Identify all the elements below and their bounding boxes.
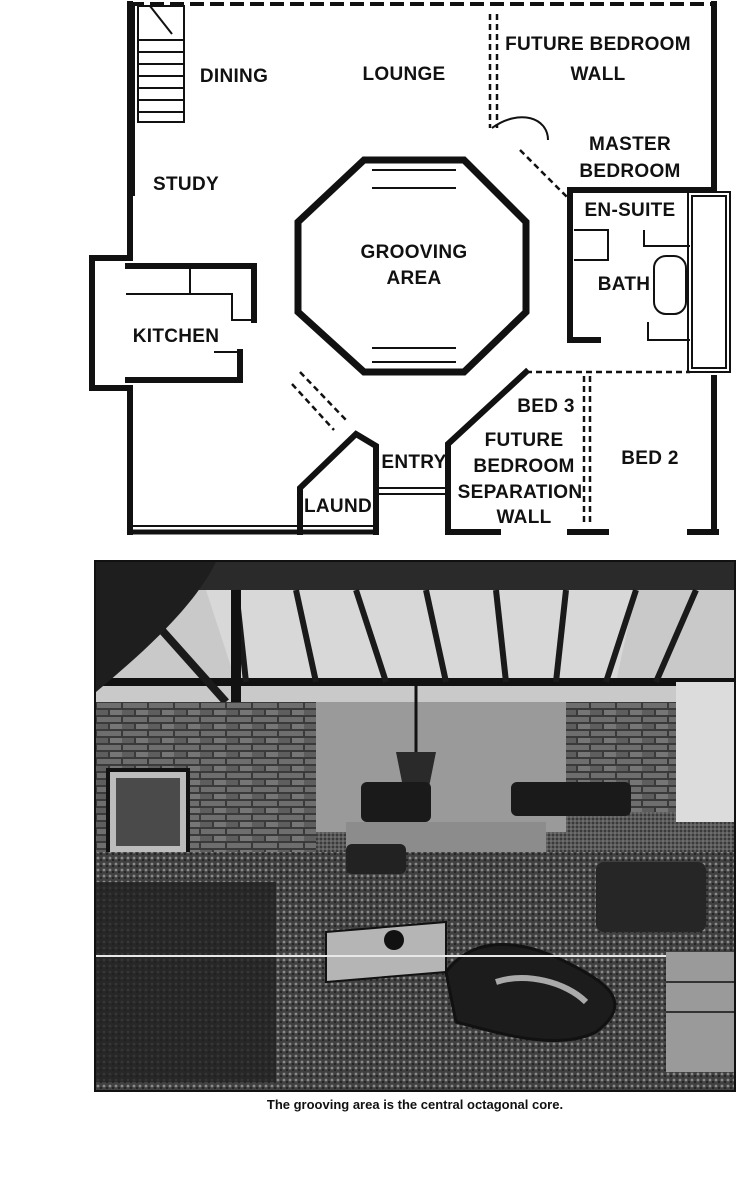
en-suite-block (567, 187, 731, 373)
label-en-suite: EN-SUITE (584, 200, 675, 221)
staircase (133, 5, 185, 196)
floor-plan: DINING LOUNGE FUTURE BEDROOM WALL MASTER… (89, 1, 731, 535)
label-future-bedroom-wall-2: WALL (570, 64, 625, 85)
photo-caption: The grooving area is the central octagon… (266, 1097, 564, 1112)
kitchen-block (125, 263, 257, 383)
octagon-core (294, 156, 530, 376)
label-bath: BATH (598, 274, 651, 295)
interior-photo-illustration (96, 562, 734, 1090)
future-walls (291, 14, 690, 524)
label-master-bedroom-2: BEDROOM (579, 161, 680, 182)
label-separation-2: BEDROOM (473, 456, 574, 477)
entry-laundry-block (297, 367, 531, 535)
label-lounge: LOUNGE (362, 64, 445, 85)
outer-walls (89, 1, 719, 535)
label-separation-3: SEPARATION (458, 482, 583, 503)
label-bed2: BED 2 (621, 448, 678, 469)
label-bed3: BED 3 (517, 396, 574, 417)
label-separation-4: WALL (496, 507, 551, 528)
interior-photo (94, 560, 736, 1092)
label-future-bedroom-wall-1: FUTURE BEDROOM (505, 34, 691, 55)
label-study: STUDY (153, 174, 219, 195)
label-entry: ENTRY (381, 452, 446, 473)
label-grooving-1: GROOVING (361, 242, 468, 263)
label-laundry: LAUND (304, 496, 372, 517)
label-dining: DINING (200, 66, 268, 87)
label-kitchen: KITCHEN (133, 326, 220, 347)
label-separation-1: FUTURE (485, 430, 564, 451)
label-grooving-2: AREA (386, 268, 441, 289)
label-master-bedroom-1: MASTER (589, 134, 671, 155)
